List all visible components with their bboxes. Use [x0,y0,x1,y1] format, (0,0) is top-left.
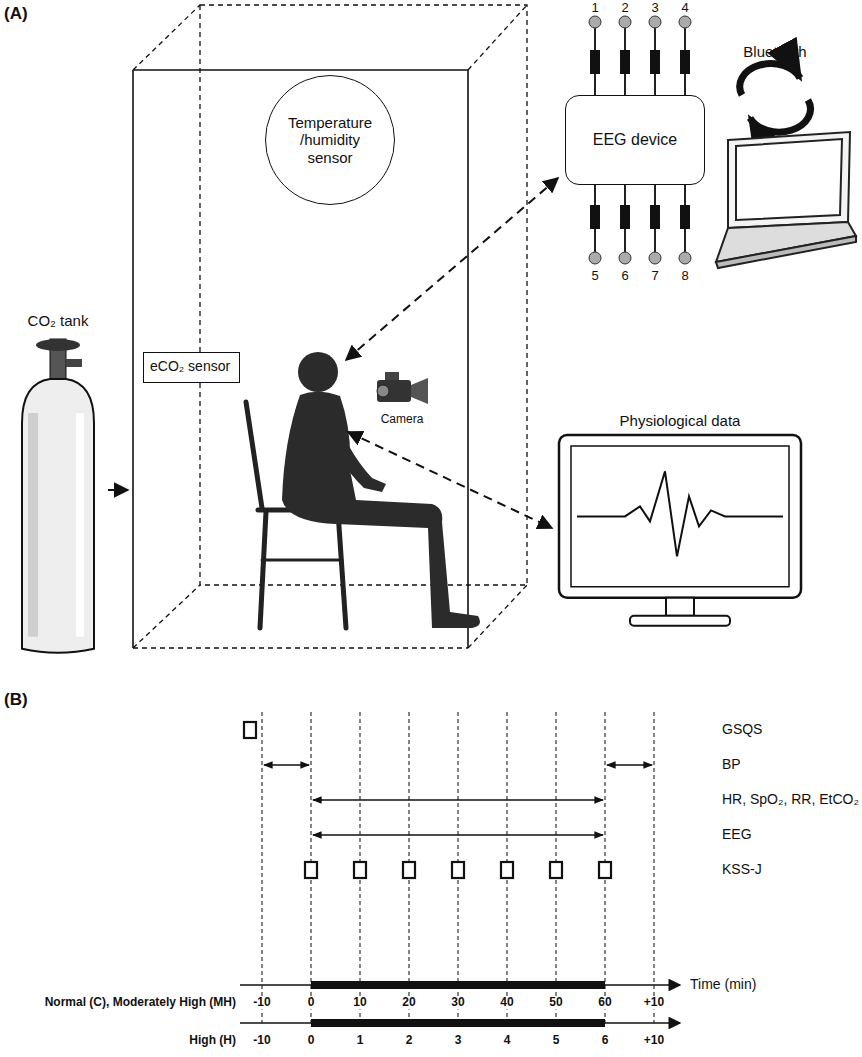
electrode-cap [679,252,691,264]
monitor-node: Physiological data [555,412,805,632]
figure-label: 5 [591,269,598,283]
axis-tick-label: 3 [453,1034,464,1047]
electrode-leads [589,16,691,264]
exposure-bar [311,1019,605,1027]
questionnaire-mark [403,862,415,878]
electrode-cap [589,252,601,264]
axis-tick-label: +10 [642,996,666,1009]
node-text: CO₂ tank [8,312,108,329]
figure-label: 7 [651,269,658,283]
electrode-cap [649,16,661,28]
questionnaire-mark [501,862,513,878]
round-node: EEG device [565,95,705,185]
node-text: eCO₂ sensor [150,358,233,374]
figure-label: Time (min) [690,977,756,992]
questionnaire-mark [452,862,464,878]
electrode-cap [679,16,691,28]
figure-label: High (H) [189,1034,236,1047]
lead-sleeve [680,50,690,74]
time-gridline [653,712,654,1023]
figure-label: Normal (C), Moderately High (MH) [45,996,236,1009]
laptop-icon [716,132,856,268]
axis-tick-label: 0 [306,996,317,1009]
timeline-chart [240,712,680,1027]
person-silhouette [282,352,480,628]
camera-icon [377,372,428,404]
figure-label: HR, SpO₂, RR, EtCO₂ [722,792,859,807]
figure-label: (A) [4,5,28,24]
axis-tick-label: 30 [449,996,466,1009]
axis-tick-label: 0 [306,1034,317,1047]
axis-tick-label: 6 [600,1034,611,1047]
figure-label: 3 [651,1,658,15]
lead-sleeve [650,205,660,229]
monitor-shape [555,433,805,632]
axis-tick-label: -10 [251,1034,272,1047]
chamber [133,5,527,648]
lead-sleeve [650,50,660,74]
figure-label: Camera [381,413,424,426]
electrode-cap [619,16,631,28]
exposure-bar [311,981,605,989]
electrode-cap [649,252,661,264]
circle-node: Temperature /humidity sensor [265,75,395,205]
figure-label: 1 [591,1,598,15]
figure-label: 2 [621,1,628,15]
measure-span [264,764,309,766]
axis-tick-label: +10 [642,1034,666,1047]
time-gridline [261,712,262,1023]
figure-label: (B) [4,691,28,710]
figure-label: GSQS [722,722,762,737]
questionnaire-mark [244,722,256,738]
node-text: Physiological data [555,412,805,429]
axis-tick-label: 60 [596,996,613,1009]
axis-tick-label: 20 [400,996,417,1009]
measure-span [313,834,603,836]
axis-tick-label: 1 [355,1034,366,1047]
figure-label: KSS-J [722,862,762,877]
tank-shape [8,333,108,657]
figure-label: 4 [681,1,688,15]
axis-tick-label: 2 [404,1034,415,1047]
measure-span [313,799,603,801]
axis-tick-label: 5 [551,1034,562,1047]
lead-sleeve [590,205,600,229]
lead-sleeve [620,50,630,74]
bluetooth-arrows [740,64,811,132]
tank-node: CO₂ tank [8,312,108,657]
node-text: Temperature /humidity sensor [284,114,376,166]
electrode-cap [619,252,631,264]
lead-sleeve [680,205,690,229]
lead-sleeve [620,205,630,229]
figure-label: Bluetooth [743,44,806,61]
questionnaire-mark [305,862,317,878]
figure-label: BP [722,757,741,772]
axis-tick-label: 10 [351,996,368,1009]
questionnaire-mark [354,862,366,878]
node-text: EEG device [593,131,677,149]
signal-arrows [346,178,558,528]
figure-label: 6 [621,269,628,283]
measure-span [607,764,652,766]
figure-label: EEG [722,827,752,842]
box-node: eCO₂ sensor [143,352,240,383]
gas-flow-arrow [108,489,128,491]
questionnaire-mark [599,862,611,878]
axis-tick-label: 40 [498,996,515,1009]
axis-tick-label: 50 [547,996,564,1009]
figure-label: 8 [681,269,688,283]
axis-tick-label: -10 [251,996,272,1009]
lead-sleeve [590,50,600,74]
questionnaire-mark [550,862,562,878]
axis-tick-label: 4 [502,1034,513,1047]
electrode-cap [589,16,601,28]
